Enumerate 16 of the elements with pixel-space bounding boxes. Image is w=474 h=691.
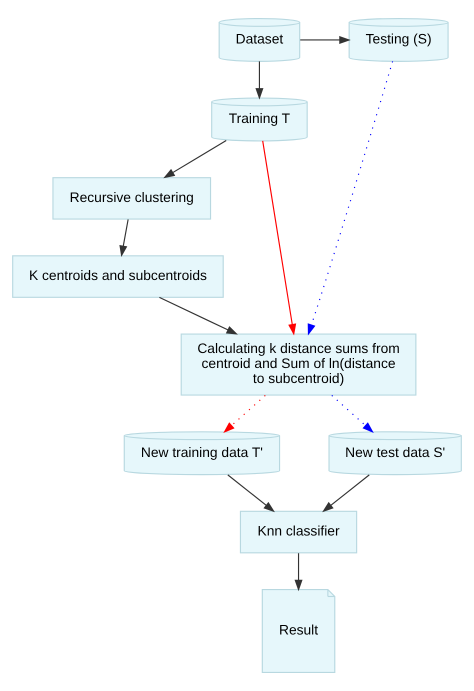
node-box: K centroids and subcentroids xyxy=(12,255,224,298)
arrow xyxy=(119,219,129,258)
arrow xyxy=(331,395,374,433)
arrow xyxy=(300,36,351,44)
arrow xyxy=(322,474,370,512)
arrow xyxy=(262,140,296,336)
node-box: Recursive clustering xyxy=(52,177,212,220)
arrow xyxy=(308,61,394,336)
arrow xyxy=(294,553,303,592)
arrow xyxy=(223,395,266,433)
node-box: Calculating k distance sums from centroid and Sum of ln(distance to subcentroid) xyxy=(180,334,416,396)
arrow xyxy=(255,61,264,100)
arrow xyxy=(163,140,227,178)
arrow xyxy=(227,474,275,512)
arrow xyxy=(159,296,238,335)
node-box: Knn classifier xyxy=(240,510,358,554)
